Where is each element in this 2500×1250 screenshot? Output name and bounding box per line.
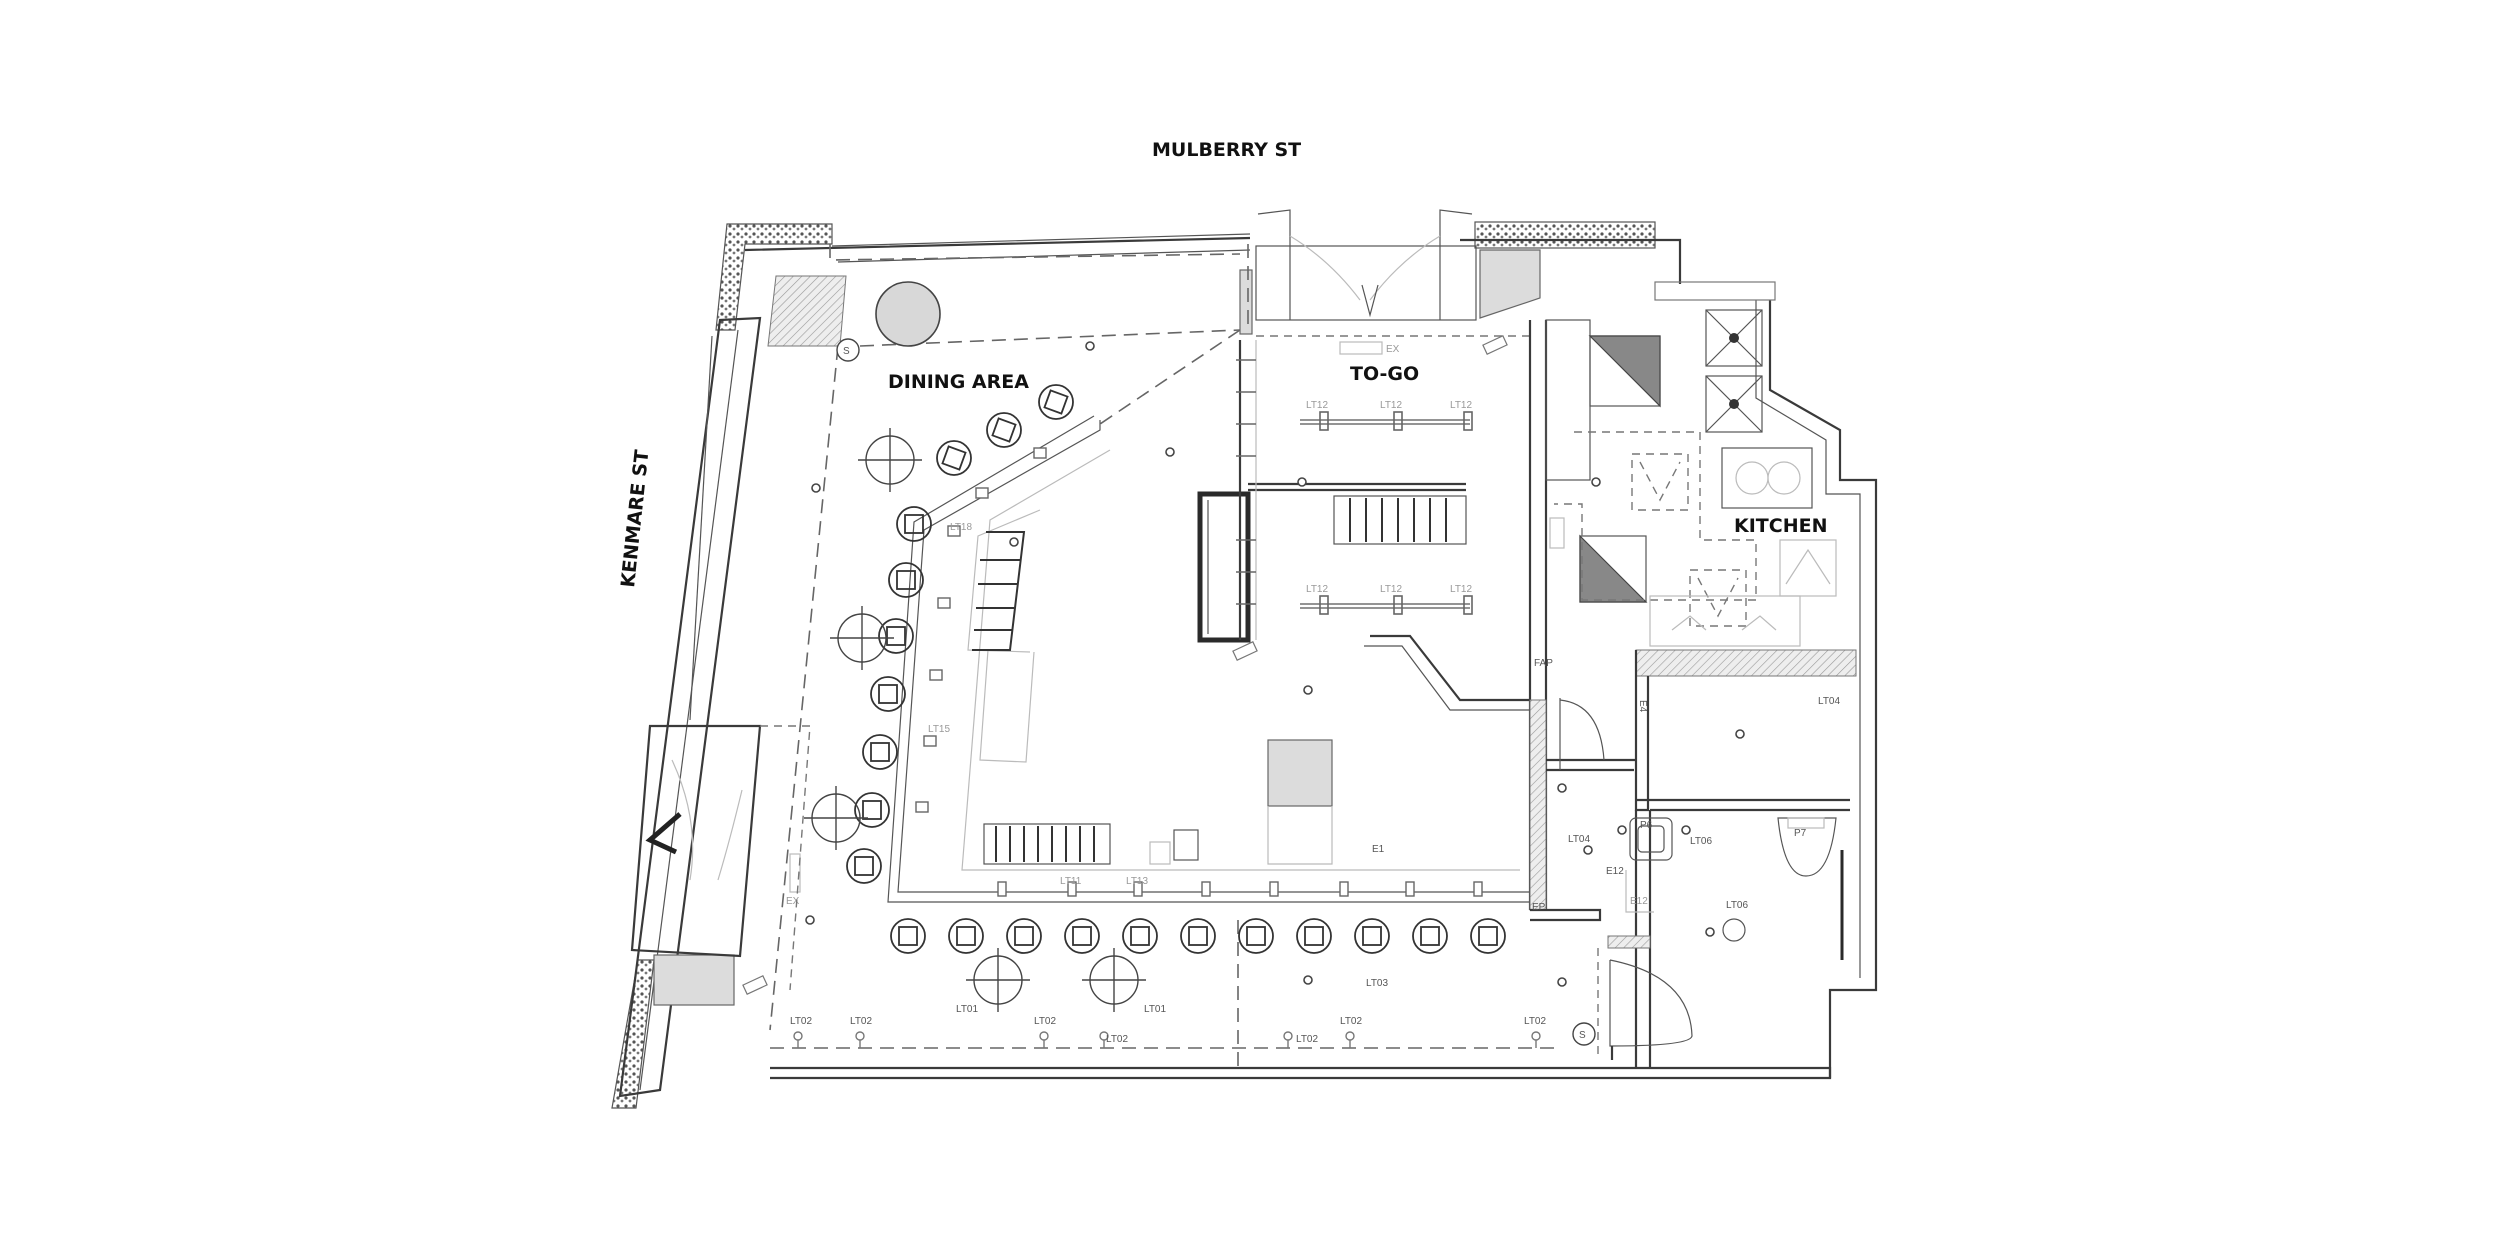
tag-lt18: LT18: [950, 522, 972, 533]
room-label-kitchen: KITCHEN: [1734, 515, 1827, 537]
north-entrance: EX: [1255, 209, 1477, 355]
tag-fap: FAP: [1534, 658, 1553, 669]
tag-lt02-1: LT02: [790, 1016, 812, 1027]
tag-e1: E1: [1372, 844, 1385, 855]
tag-lt01-2: LT01: [1144, 1004, 1166, 1015]
tag-s-2: S: [1579, 1030, 1586, 1041]
tag-p6: P6: [1640, 820, 1653, 831]
room-label-togo: TO-GO: [1350, 363, 1419, 385]
sensor-symbols: [836, 338, 1596, 1046]
street-label-north: MULBERRY ST: [1152, 139, 1301, 161]
round-feature: [875, 281, 941, 347]
tag-ex-north: EX: [1386, 344, 1400, 355]
west-entrance: EX: [630, 724, 801, 958]
ceiling-dashes: [760, 244, 1560, 1066]
tag-e4: E4: [1637, 700, 1648, 713]
tag-lt12-1: LT12: [1306, 400, 1328, 411]
tag-lt02-3: LT02: [1034, 1016, 1056, 1027]
tag-ex-west: EX: [786, 896, 800, 907]
tag-lt04-1: LT04: [1818, 696, 1840, 707]
back-rooms: [1530, 698, 1850, 1068]
tag-lt12-2: LT12: [1380, 400, 1402, 411]
tag-lt01-1: LT01: [956, 1004, 978, 1015]
kitchen-wall-hatch: [1635, 649, 1857, 677]
tag-lt12-3: LT12: [1450, 400, 1472, 411]
stools: [846, 384, 1506, 954]
column-north-2: [1239, 269, 1253, 335]
pendant-lights: [804, 428, 1146, 1012]
fixture-dots: [805, 341, 1745, 987]
column-north: [1479, 249, 1541, 319]
tag-lt06-2: LT06: [1726, 900, 1748, 911]
tag-e12-1: E12: [1606, 866, 1624, 877]
tag-lt12-6: LT12: [1450, 584, 1472, 595]
tag-lt13: LT13: [1126, 876, 1148, 887]
tag-p7: P7: [1794, 828, 1807, 839]
tag-lt12-4: LT12: [1306, 584, 1328, 595]
floor-lights: [793, 1031, 1541, 1048]
room-label-dining: DINING AREA: [888, 371, 1029, 393]
tag-lt06-1: LT06: [1690, 836, 1712, 847]
camera-icons: [742, 335, 1508, 995]
tag-lt04-2: LT04: [1568, 834, 1590, 845]
corner-pier: [767, 275, 847, 347]
tag-lt15: LT15: [928, 724, 950, 735]
tag-s-1: S: [843, 346, 850, 357]
bar-edge-fixtures: [915, 447, 1483, 897]
island-block: [1267, 739, 1333, 807]
kitchen-block: [1528, 309, 1857, 911]
tag-lt11: LT11: [1060, 876, 1082, 887]
tag-lt02-6: LT02: [1340, 1016, 1362, 1027]
tag-lt02-2: LT02: [850, 1016, 872, 1027]
tag-lt12-5: LT12: [1380, 584, 1402, 595]
tag-e12-2: E12: [1630, 896, 1648, 907]
sw-pad-1: [653, 954, 735, 1006]
tag-lt03: LT03: [1366, 978, 1388, 989]
tag-lt02-5: LT02: [1296, 1034, 1318, 1045]
tag-lt02-7: LT02: [1524, 1016, 1546, 1027]
tag-lt02-4: LT02: [1106, 1034, 1128, 1045]
togo-shelving: LT12 LT12 LT12 LT12 LT12 LT12: [1197, 340, 1530, 711]
tag-ep: EP: [1532, 902, 1546, 913]
planter-north: [1474, 221, 1656, 249]
street-label-west: KENMARE ST: [617, 449, 653, 589]
